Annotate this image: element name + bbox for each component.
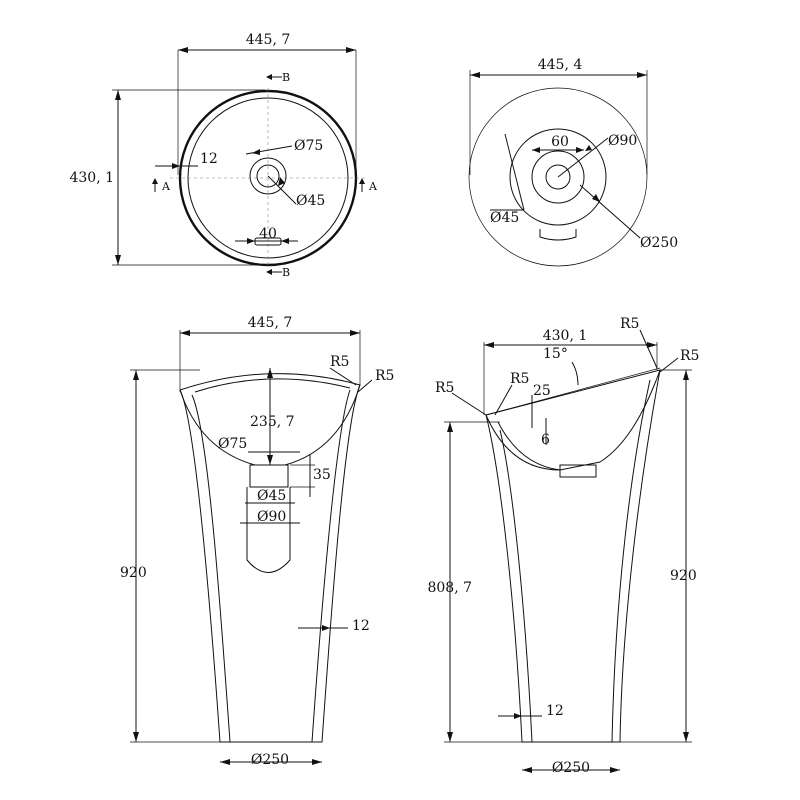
drain-inner bbox=[256, 164, 280, 188]
dim-wall-top-a: 12 bbox=[200, 151, 218, 167]
dim-width-top-a: 445, 7 bbox=[246, 32, 291, 48]
drain-outer bbox=[249, 157, 287, 195]
dim-base-bottom: Ø250 bbox=[640, 235, 678, 251]
dim-height-front: 920 bbox=[120, 565, 147, 581]
dim-r5-front-right: R5 bbox=[375, 368, 394, 384]
dim-height-side: 920 bbox=[670, 568, 697, 584]
dim-r5-side-right: R5 bbox=[680, 348, 699, 364]
dim-r5-front-left: R5 bbox=[330, 354, 349, 370]
dim-6-side: 6 bbox=[541, 432, 550, 448]
dim-width-bottom: 445, 4 bbox=[538, 57, 583, 73]
front-outline bbox=[179, 384, 361, 743]
bottom-ring-45 bbox=[545, 164, 571, 190]
side-section: 430, 1 15° R5 R5 R5 R5 25 6 808, 7 920 bbox=[427, 316, 699, 776]
section-a-left: A bbox=[161, 180, 171, 193]
dim-hole-90-bottom: Ø90 bbox=[608, 133, 637, 149]
dim-depth-front: 235, 7 bbox=[250, 414, 295, 430]
dim-width-side: 430, 1 bbox=[543, 328, 588, 344]
bottom-ring-90 bbox=[509, 128, 607, 226]
dim-wall-front: 12 bbox=[352, 618, 370, 634]
dim-base-side: Ø250 bbox=[552, 760, 590, 776]
section-a-right: A bbox=[368, 180, 378, 193]
dim-width-front: 445, 7 bbox=[248, 315, 293, 331]
dim-r5-side-top: R5 bbox=[620, 316, 639, 332]
dim-hole-45-top: Ø45 bbox=[296, 193, 325, 209]
dim-hole-45-bottom: Ø45 bbox=[490, 210, 519, 226]
dim-hole-75-top: Ø75 bbox=[294, 138, 323, 154]
dim-25-side: 25 bbox=[533, 383, 551, 399]
dim-r5-side-inner: R5 bbox=[510, 371, 529, 387]
dim-inner-height-side: 808, 7 bbox=[427, 580, 472, 596]
top-view-basin: 445, 7 430, 1 12 Ø75 Ø45 40 B B A bbox=[69, 32, 378, 279]
dim-60-bottom: 60 bbox=[551, 134, 569, 150]
dim-35-front: 35 bbox=[313, 467, 331, 483]
dim-base-front: Ø250 bbox=[251, 752, 289, 768]
dim-hole-45-front: Ø45 bbox=[257, 488, 286, 504]
front-section: 445, 7 R5 R5 235, 7 Ø75 35 Ø45 Ø90 920 bbox=[120, 315, 394, 768]
front-drain-chamber bbox=[246, 487, 291, 573]
bottom-view-basin: 445, 4 60 Ø90 Ø45 Ø250 bbox=[468, 57, 678, 267]
dim-r5-side-left: R5 bbox=[435, 380, 454, 396]
dim-wall-side: 12 bbox=[546, 703, 564, 719]
front-drain bbox=[249, 464, 289, 488]
section-b-bottom: B bbox=[282, 266, 290, 279]
side-drain bbox=[559, 464, 597, 478]
side-bowl bbox=[485, 369, 661, 471]
dim-height-top-a: 430, 1 bbox=[69, 170, 114, 186]
dim-hole-90-front: Ø90 bbox=[257, 509, 286, 525]
section-b-top: B bbox=[282, 71, 290, 84]
dim-angle-side: 15° bbox=[543, 346, 568, 362]
bottom-rim bbox=[468, 87, 648, 267]
front-bowl bbox=[179, 373, 361, 466]
dim-hole-75-front: Ø75 bbox=[218, 436, 247, 452]
bottom-ring-60 bbox=[531, 150, 585, 204]
dim-overflow-top: 40 bbox=[259, 226, 277, 242]
